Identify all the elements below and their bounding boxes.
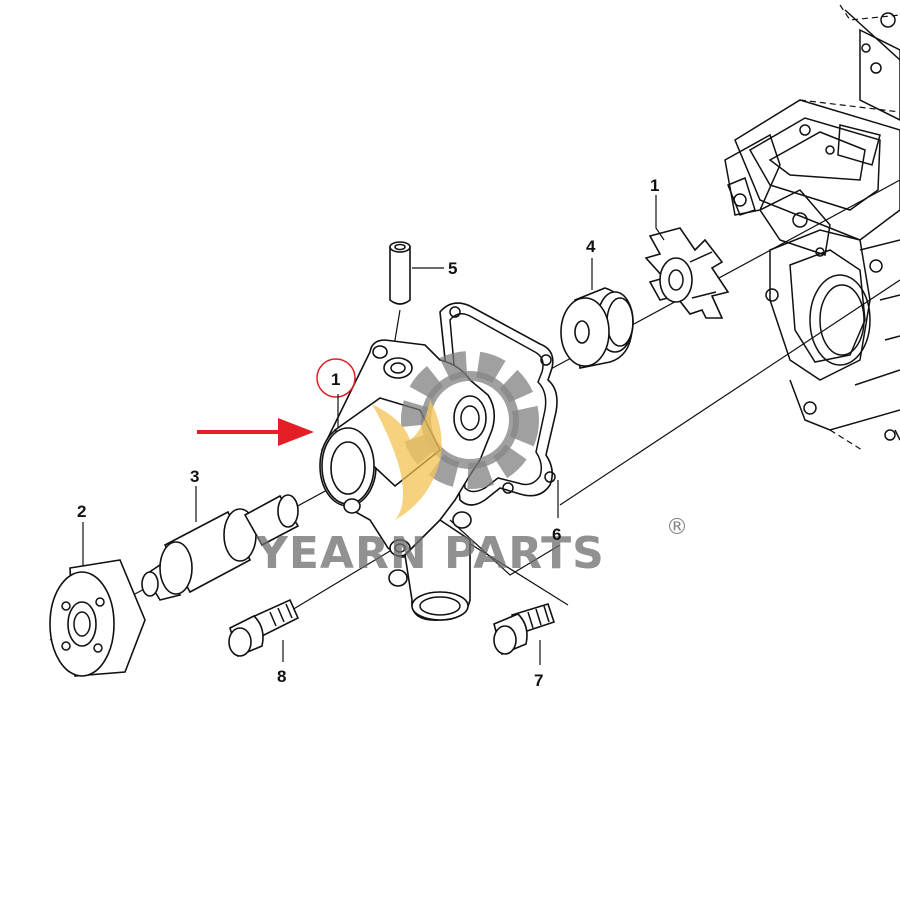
callout-dowel-pin: 5 (448, 259, 457, 278)
callout-bolt-right: 7 (534, 671, 543, 690)
flame-logo-icon (372, 400, 442, 520)
highlight-circle (316, 358, 356, 398)
callout-gasket: 6 (552, 525, 561, 544)
dowel-pin (389, 241, 411, 305)
callout-pulley-flange: 2 (77, 502, 86, 521)
engine-block-outline (724, 4, 900, 451)
callout-shaft-bearing: 3 (190, 467, 199, 486)
red-pointer-arrow (197, 418, 314, 446)
impeller (644, 227, 730, 319)
callout-impeller: 1 (650, 176, 659, 195)
yearn-parts-watermark: YEARN PARTS ® (255, 351, 688, 579)
shaft-bearing (141, 494, 300, 601)
seal (560, 287, 634, 369)
callout-bolt-left: 8 (277, 667, 286, 686)
bolt-left (228, 598, 300, 658)
pulley-flange (49, 559, 146, 677)
watermark-text: YEARN PARTS (255, 528, 605, 579)
callout-seal: 4 (586, 237, 596, 256)
callout-labels: 1 2 3 4 5 6 7 8 1 (77, 176, 659, 690)
callout-pump-body: 1 (331, 370, 340, 389)
bolt-right (493, 603, 556, 656)
registered-mark: ® (666, 515, 688, 540)
leader-lines (82, 195, 665, 665)
